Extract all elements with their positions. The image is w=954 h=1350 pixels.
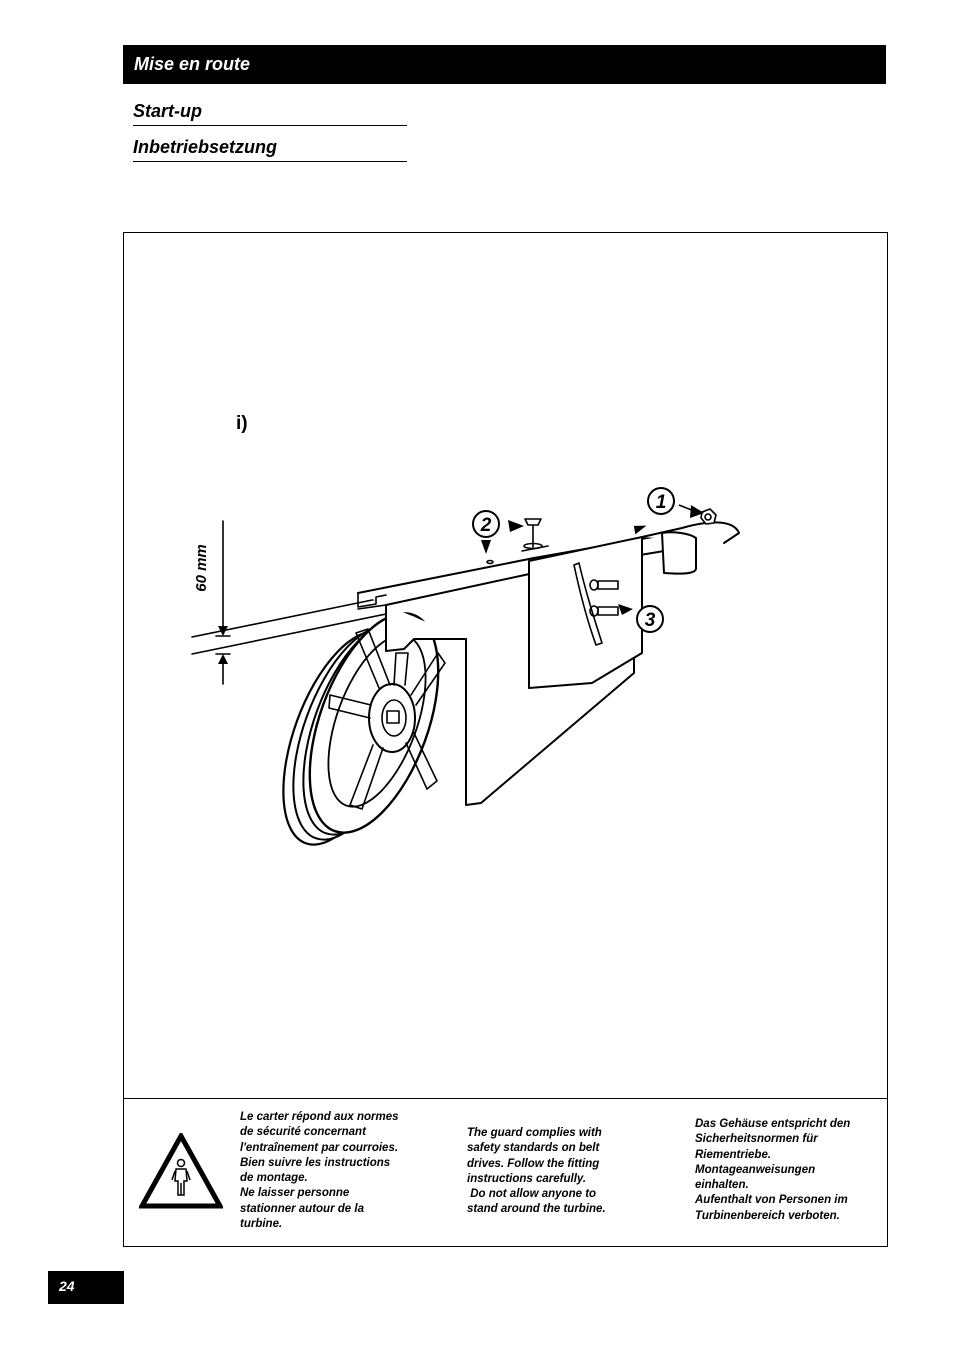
note-line: stationner autour de la — [240, 1202, 364, 1215]
callout-2-label: 2 — [480, 515, 492, 536]
callout-3-label: 3 — [645, 610, 656, 631]
dimension-60mm-label: 60 mm — [193, 544, 210, 592]
page-number-box: 24 — [48, 1271, 124, 1304]
note-line: Bien suivre les instructions — [240, 1156, 391, 1169]
figure-frame: i) — [123, 232, 888, 1247]
note-line: l'entraînement par courroies. — [240, 1141, 399, 1154]
note-line: Do not allow anyone to — [467, 1188, 597, 1201]
note-line: Aufenthalt von Personen im — [695, 1194, 848, 1207]
subheading-german: Inbetriebsetzung — [133, 135, 407, 162]
figure-label: i) — [236, 413, 248, 434]
subheading-english: Start-up — [133, 99, 407, 126]
note-line: Sicherheitsnormen für — [695, 1133, 818, 1146]
note-line: stand around the turbine. — [467, 1203, 606, 1216]
note-line: Das Gehäuse entspricht den — [695, 1118, 851, 1130]
note-line: Montageanweisungen — [695, 1163, 816, 1176]
callout-1-label: 1 — [656, 492, 667, 513]
belt-guard-illustration: 1 2 3 60 mm — [191, 487, 740, 846]
safety-note-german: Das Gehäuse entspricht den Sicherheitsno… — [695, 1117, 880, 1224]
note-line: safety standards on belt — [467, 1142, 600, 1155]
note-line: einhalten. — [695, 1179, 749, 1192]
safety-note-french: Le carter répond aux normes de sécurité … — [240, 1110, 420, 1232]
note-line: Le carter répond aux normes — [240, 1111, 399, 1123]
note-line: de montage. — [240, 1172, 308, 1185]
note-line: Turbinenbereich verboten. — [695, 1209, 840, 1222]
note-line: drives. Follow the fitting — [467, 1157, 600, 1170]
section-title: Mise en route — [134, 54, 251, 74]
page-number: 24 — [59, 1278, 75, 1294]
note-line: The guard complies with — [467, 1127, 602, 1139]
note-line: Ne laisser personne — [240, 1187, 350, 1200]
note-line: Riementriebe. — [695, 1148, 772, 1161]
safety-note-english: The guard complies with safety standards… — [467, 1126, 637, 1218]
section-title-bar: Mise en route — [123, 45, 886, 84]
note-line: de sécurité concernant — [240, 1126, 366, 1139]
warning-person-triangle-icon — [139, 1133, 223, 1209]
notes-divider — [124, 1098, 887, 1099]
note-line: turbine. — [240, 1218, 283, 1231]
note-line: instructions carefully. — [467, 1172, 587, 1185]
